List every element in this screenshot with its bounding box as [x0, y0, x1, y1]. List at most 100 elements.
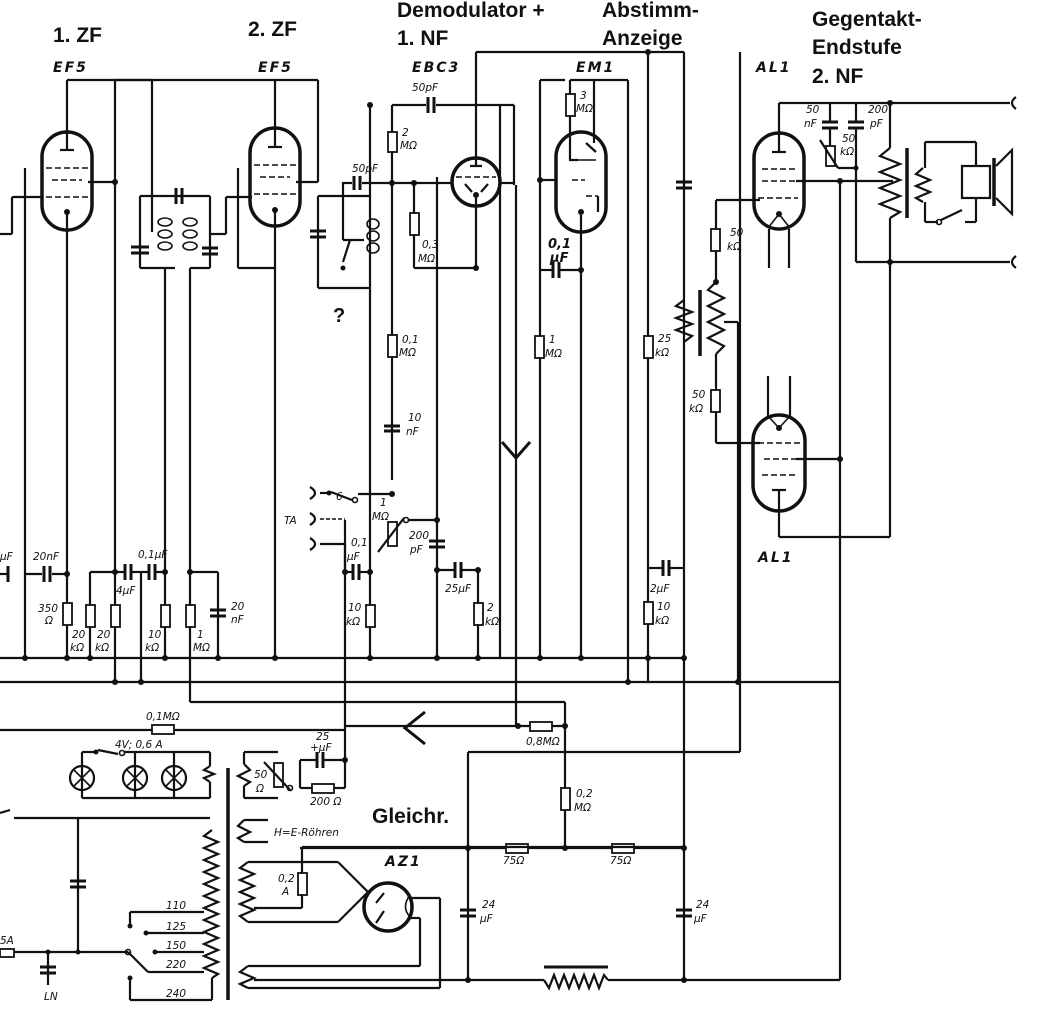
- label-c-01uf: 0,1µF: [138, 549, 168, 561]
- cathode-rc-network: [0, 564, 226, 682]
- label-r-03m-b: MΩ: [418, 253, 435, 265]
- label-r-10k-em-a: 10: [657, 601, 671, 613]
- tube-label-em1: EM1: [576, 60, 615, 76]
- label-r-02m-a: 0,2: [576, 788, 593, 800]
- label-r-10k-b: kΩ: [145, 642, 159, 654]
- label-r-20k-1-a: 20: [72, 629, 86, 641]
- tone-control: [819, 103, 1010, 264]
- label-r-1m-low-a: 1: [197, 629, 204, 641]
- label-c-200pf-out-a: 200: [868, 104, 888, 116]
- bias-network: [151, 52, 742, 980]
- tube-em1: [534, 78, 630, 682]
- tube-label-ebc3: EBC3: [412, 60, 460, 76]
- label-c-20nf-a: 20: [231, 601, 245, 613]
- label-r-10k-a: 10: [148, 629, 162, 641]
- label-r-200: 200 Ω: [310, 796, 341, 808]
- label-c-50nf-b: nF: [804, 118, 818, 130]
- tube-label-al1-top: AL1: [755, 60, 792, 76]
- label-r-350-a: 350: [38, 603, 58, 615]
- label-r-20k-1-b: kΩ: [70, 642, 84, 654]
- header-rectifier: Gleichr.: [372, 805, 449, 828]
- header-zf2: 2. ZF: [248, 18, 297, 41]
- label-c-01uf-em-a: 0,1: [548, 237, 571, 252]
- label-c-200pf-out-b: pF: [869, 118, 884, 130]
- b-plus-right: [474, 49, 686, 980]
- label-c-01uf-em-b: µF: [549, 251, 569, 266]
- label-c-24uf-1-a: 24: [482, 899, 495, 911]
- label-r-2k-b: kΩ: [485, 616, 499, 628]
- tube-label-ef5-1: EF5: [53, 60, 88, 76]
- label-r-1m-low-b: MΩ: [193, 642, 210, 654]
- header-nf1: 1. NF: [397, 27, 449, 50]
- label-r-350-b: Ω: [44, 615, 53, 627]
- label-switch-6: 6: [336, 491, 343, 503]
- label-c-25uf-bias-b: +µF: [310, 742, 332, 754]
- label-r-01m-bias: 0,1MΩ: [146, 711, 180, 723]
- label-c-50nf-a: 50: [806, 104, 820, 116]
- label-c-24uf-1-b: µF: [479, 913, 494, 925]
- voltage-selector[interactable]: [124, 910, 214, 1002]
- label-fuse-02a-a: 0,2: [278, 873, 295, 885]
- tube-ef5-2: [236, 80, 318, 658]
- label-c-24uf-2-b: µF: [693, 913, 708, 925]
- label-r-01m-a: 0,1: [402, 334, 419, 346]
- tube-al1-bottom: [751, 262, 892, 539]
- header-tuning-2: Anzeige: [602, 27, 683, 50]
- label-c-uf-left: µF: [0, 551, 14, 563]
- label-r-02m-b: MΩ: [574, 802, 591, 814]
- label-r-75-2: 75Ω: [610, 855, 631, 867]
- tube-label-ef5-2: EF5: [258, 60, 293, 76]
- header-demodulator: Demodulator +: [397, 0, 545, 22]
- label-r-50k-lower-a: 50: [692, 389, 706, 401]
- header-output-2: Endstufe: [812, 36, 902, 59]
- label-r-1m-a: 1: [549, 334, 556, 346]
- power-transformer: [201, 730, 684, 1000]
- label-r-50k-lower-b: kΩ: [689, 403, 703, 415]
- label-pot-50k-b: kΩ: [840, 146, 854, 158]
- label-c-20nf-left: 20nF: [33, 551, 60, 563]
- label-r-10k-ta-b: kΩ: [346, 616, 360, 628]
- junction-dots: [22, 100, 893, 763]
- label-c-2uf: 2µF: [650, 583, 670, 595]
- mains-input: [0, 808, 210, 985]
- label-pot-1m-a: 1: [380, 497, 387, 509]
- label-c-4uf: 4µF: [116, 585, 136, 597]
- header-output-1: Gegentakt-: [812, 8, 922, 31]
- volume-chain: [384, 334, 400, 433]
- label-mains: LN: [44, 991, 58, 1003]
- label-r-25k-a: 25: [658, 333, 672, 345]
- feedback-arrow-down: [500, 185, 532, 726]
- label-r-1m-b: MΩ: [545, 348, 562, 360]
- label-r-2k-a: 2: [487, 602, 494, 614]
- label-pot-1m-b: MΩ: [372, 511, 389, 523]
- speaker-icon: [960, 147, 1014, 217]
- if-transformer-1: [131, 188, 252, 658]
- label-question: ?: [333, 305, 345, 327]
- tube-ef5-1: [0, 78, 154, 658]
- header-zf1: 1. ZF: [53, 24, 102, 47]
- demod-if-coil: [310, 105, 440, 658]
- label-r-50k-upper-a: 50: [730, 227, 744, 239]
- tube-az1: [362, 881, 440, 933]
- label-c-200pf-a: 200: [409, 530, 429, 542]
- label-pot-50-a: 50: [254, 769, 268, 781]
- header-tuning-1: Abstimm-: [602, 0, 699, 22]
- label-tap-150: 150: [166, 940, 186, 952]
- driver-transformer: [672, 180, 760, 682]
- label-r-08m: 0,8MΩ: [526, 736, 560, 748]
- tube-label-al1-bottom: AL1: [757, 550, 794, 566]
- label-r-2m-a: 2: [402, 127, 409, 139]
- label-c-10nf-a: 10: [408, 412, 422, 424]
- label-fuse-main: 5A: [0, 935, 14, 947]
- label-heater-note: H=E-Röhren: [274, 827, 339, 839]
- label-ta: TA: [284, 515, 297, 527]
- label-c-20nf-b: nF: [231, 614, 245, 626]
- label-lamps: 4V; 0,6 A: [115, 739, 163, 751]
- label-r-20k-2-b: kΩ: [95, 642, 109, 654]
- label-r-75-1: 75Ω: [503, 855, 524, 867]
- pickup-input: [309, 486, 484, 658]
- label-r-25k-b: kΩ: [655, 347, 669, 359]
- label-r-20k-2-a: 20: [97, 629, 111, 641]
- dial-lamps: [68, 748, 217, 800]
- header-output-3: 2. NF: [812, 65, 864, 88]
